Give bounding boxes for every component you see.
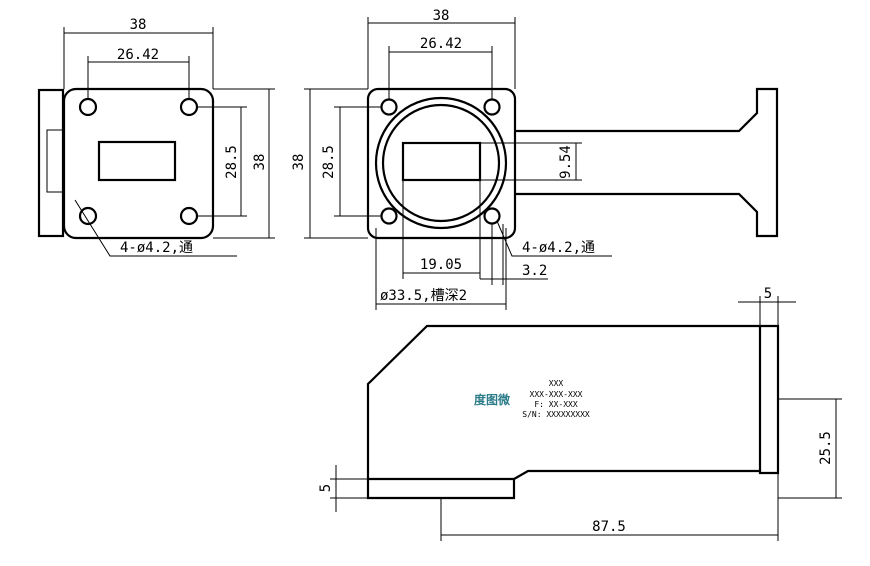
front-hole-bottom-left [78, 206, 98, 226]
side-dim-aperture-width: 19.05 [420, 257, 462, 273]
front-dim-inner-width: 26.42 [117, 47, 159, 63]
side-hole-top-left [380, 98, 398, 116]
side-groove-inner [381, 103, 501, 223]
front-dim-height: 38 [252, 154, 268, 171]
side-waveguide-aperture [401, 141, 482, 182]
side-dim-height: 38 [291, 154, 307, 171]
top-dim-height: 25.5 [818, 431, 834, 465]
side-groove-outer [374, 96, 508, 230]
front-hole-top-right [179, 97, 199, 117]
side-dim-width: 38 [433, 8, 450, 24]
side-view: 38 26.42 38 28.5 9.54 4-ø4.2,通 19.05 [291, 8, 779, 310]
side-flange-face [366, 87, 517, 240]
front-waveguide-aperture [97, 140, 177, 182]
label-line2: XXX-XXX-XXX [530, 390, 583, 399]
front-hole-bottom-right [179, 206, 199, 226]
side-hole-note: 4-ø4.2,通 [522, 240, 595, 256]
front-flange-side-plate [37, 88, 65, 238]
front-flange-face [62, 87, 215, 240]
label-line4: S/N: XXXXXXXXX [522, 410, 590, 419]
side-dim-aperture-height: 9.54 [558, 145, 574, 179]
front-hole-note: 4-ø4.2,通 [120, 240, 193, 256]
label-line3: F: XX-XXX [534, 400, 578, 409]
side-dim-hole-vertical: 28.5 [321, 145, 337, 179]
top-view: XXX XXX-XXX-XXX 度图微 F: XX-XXX S/N: XXXXX… [318, 286, 842, 541]
top-dim-length: 87.5 [592, 519, 626, 535]
front-hole-top-left [78, 97, 98, 117]
front-hole-leader [74, 199, 237, 257]
side-hole-bottom-left [380, 207, 398, 225]
side-hole-top-right [483, 98, 501, 116]
front-flange-step [46, 129, 64, 193]
front-dim-hole-vertical: 28.5 [224, 145, 240, 179]
top-body-outline [366, 324, 780, 500]
label-line1: XXX [549, 379, 564, 388]
front-view: 38 26.42 28.5 38 4-ø4.2,通 [37, 17, 275, 257]
side-groove-note: ø33.5,槽深2 [380, 288, 467, 304]
side-dim-offset: 3.2 [522, 263, 547, 279]
label-logo: 度图微 [474, 392, 511, 407]
top-dim-base-thickness: 5 [318, 484, 334, 492]
side-hole-bottom-right [483, 207, 501, 225]
side-waveguide-body [515, 87, 779, 238]
side-dim-inner-width: 26.42 [420, 36, 462, 52]
front-dim-width: 38 [130, 17, 147, 33]
side-hole-leader [496, 220, 612, 257]
top-dim-flange-thickness: 5 [764, 286, 772, 302]
